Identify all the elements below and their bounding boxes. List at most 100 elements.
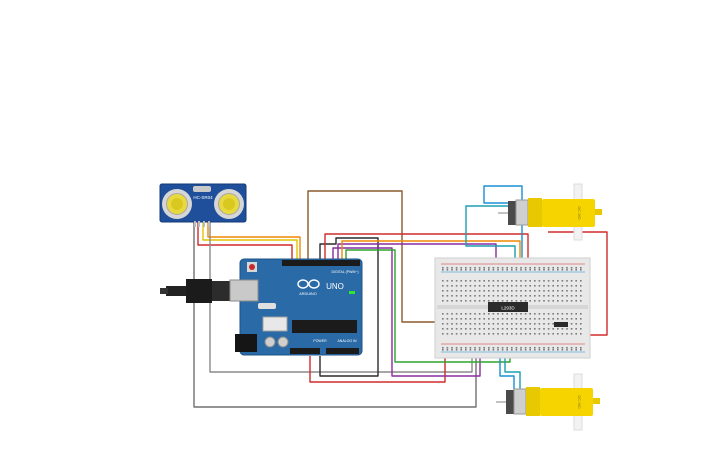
breadboard-hole[interactable] [534, 328, 536, 330]
breadboard-hole[interactable] [570, 285, 573, 287]
breadboard-hole[interactable] [455, 333, 458, 335]
breadboard-hole[interactable] [465, 347, 467, 349]
breadboard-hole[interactable] [538, 318, 541, 320]
breadboard-hole[interactable] [506, 323, 508, 325]
breadboard-hole[interactable] [520, 347, 522, 349]
breadboard-hole[interactable] [511, 300, 513, 302]
breadboard-hole[interactable] [538, 328, 541, 330]
breadboard-hole[interactable] [538, 285, 541, 287]
breadboard-hole[interactable] [492, 267, 495, 269]
breadboard-hole[interactable] [446, 347, 449, 349]
breadboard-hole[interactable] [506, 267, 508, 269]
breadboard-hole[interactable] [566, 328, 568, 330]
breadboard-hole[interactable] [455, 349, 458, 351]
breadboard-hole[interactable] [580, 349, 582, 351]
breadboard-hole[interactable] [520, 349, 522, 351]
breadboard-hole[interactable] [561, 347, 564, 349]
breadboard-hole[interactable] [483, 323, 485, 325]
breadboard-hole[interactable] [529, 290, 531, 292]
breadboard-hole[interactable] [501, 295, 504, 297]
breadboard-hole[interactable] [534, 323, 536, 325]
breadboard-hole[interactable] [580, 347, 582, 349]
breadboard-hole[interactable] [483, 328, 485, 330]
breadboard-hole[interactable] [552, 347, 554, 349]
breadboard-hole[interactable] [524, 267, 527, 269]
breadboard-hole[interactable] [561, 285, 564, 287]
breadboard-hole[interactable] [520, 290, 522, 292]
breadboard-hole[interactable] [465, 267, 467, 269]
breadboard-hole[interactable] [547, 267, 550, 269]
breadboard-hole[interactable] [543, 333, 545, 335]
breadboard-hole[interactable] [465, 280, 467, 282]
breadboard-hole[interactable] [520, 333, 522, 335]
breadboard-hole[interactable] [529, 349, 531, 351]
breadboard-hole[interactable] [511, 323, 513, 325]
breadboard-hole[interactable] [455, 267, 458, 269]
breadboard-hole[interactable] [580, 333, 582, 335]
breadboard-hole[interactable] [520, 280, 522, 282]
breadboard-hole[interactable] [529, 300, 531, 302]
breadboard-hole[interactable] [446, 300, 449, 302]
breadboard-hole[interactable] [580, 313, 582, 315]
breadboard-hole[interactable] [534, 285, 536, 287]
breadboard-hole[interactable] [501, 280, 504, 282]
breadboard-hole[interactable] [501, 318, 504, 320]
breadboard-hole[interactable] [520, 313, 522, 315]
breadboard-hole[interactable] [442, 318, 444, 320]
breadboard-hole[interactable] [446, 290, 449, 292]
wire-motor-top-b[interactable] [465, 205, 516, 268]
breadboard-hole[interactable] [570, 295, 573, 297]
breadboard-hole[interactable] [552, 313, 554, 315]
breadboard-hole[interactable] [506, 313, 508, 315]
breadboard-hole[interactable] [529, 347, 531, 349]
breadboard-hole[interactable] [492, 333, 495, 335]
breadboard-hole[interactable] [524, 300, 527, 302]
breadboard-hole[interactable] [460, 300, 462, 302]
breadboard-hole[interactable] [529, 285, 531, 287]
breadboard-hole[interactable] [557, 313, 559, 315]
breadboard-hole[interactable] [529, 333, 531, 335]
breadboard-hole[interactable] [469, 300, 472, 302]
breadboard-hole[interactable] [497, 349, 499, 351]
breadboard-hole[interactable] [524, 347, 527, 349]
breadboard-hole[interactable] [557, 300, 559, 302]
breadboard-hole[interactable] [451, 295, 453, 297]
breadboard-hole[interactable] [455, 323, 458, 325]
breadboard-hole[interactable] [442, 349, 444, 351]
wire-purple-2[interactable] [337, 243, 497, 270]
breadboard-hole[interactable] [552, 267, 554, 269]
breadboard-hole[interactable] [497, 267, 499, 269]
breadboard-hole[interactable] [446, 267, 449, 269]
breadboard-hole[interactable] [538, 269, 541, 271]
breadboard-hole[interactable] [451, 333, 453, 335]
breadboard-hole[interactable] [455, 290, 458, 292]
breadboard-hole[interactable] [501, 285, 504, 287]
breadboard-hole[interactable] [511, 333, 513, 335]
breadboard-hole[interactable] [469, 290, 472, 292]
breadboard-hole[interactable] [566, 295, 568, 297]
breadboard-hole[interactable] [538, 267, 541, 269]
breadboard-hole[interactable] [561, 313, 564, 315]
breadboard-hole[interactable] [506, 318, 508, 320]
breadboard-hole[interactable] [483, 290, 485, 292]
wire-sensor-trig[interactable] [202, 222, 298, 262]
breadboard-hole[interactable] [497, 333, 499, 335]
breadboard-hole[interactable] [474, 323, 476, 325]
breadboard-hole[interactable] [534, 349, 536, 351]
breadboard-hole[interactable] [483, 280, 485, 282]
breadboard-hole[interactable] [442, 267, 444, 269]
breadboard-hole[interactable] [570, 313, 573, 315]
breadboard-hole[interactable] [501, 313, 504, 315]
breadboard-hole[interactable] [580, 295, 582, 297]
breadboard-hole[interactable] [492, 347, 495, 349]
breadboard-hole[interactable] [465, 349, 467, 351]
breadboard-hole[interactable] [451, 300, 453, 302]
breadboard-hole[interactable] [538, 349, 541, 351]
breadboard-hole[interactable] [547, 318, 550, 320]
breadboard-hole[interactable] [474, 280, 476, 282]
breadboard-hole[interactable] [446, 328, 449, 330]
breadboard-hole[interactable] [506, 349, 508, 351]
breadboard-hole[interactable] [446, 333, 449, 335]
breadboard-hole[interactable] [501, 333, 504, 335]
breadboard-hole[interactable] [451, 349, 453, 351]
